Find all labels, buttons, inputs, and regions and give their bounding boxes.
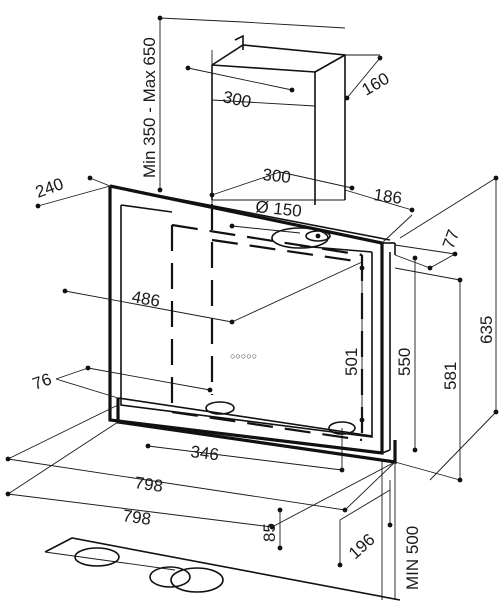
inner-width-label: 486 <box>130 287 161 311</box>
cooktop <box>44 537 401 601</box>
top-depth-dimension: 186 <box>344 185 415 244</box>
outlet-diameter-label: Ø 150 <box>255 197 303 221</box>
total-height-dimension: 635 <box>399 175 499 481</box>
side-offset-label: 76 <box>30 369 54 393</box>
hood-body <box>108 184 397 464</box>
chimney-width-dimension: 300 <box>185 50 295 112</box>
hidden-frame <box>170 204 364 442</box>
top-depth-label: 186 <box>372 185 403 208</box>
panel-height-dimension: 550 <box>395 255 418 453</box>
side-depth-dimension: 240 <box>33 174 111 209</box>
front-height-label: 581 <box>441 362 460 390</box>
inner-panel-height-label: 501 <box>342 348 361 376</box>
chimney-depth-label: 160 <box>359 69 393 100</box>
hood-width-top-dimension: 798 <box>5 404 396 513</box>
edge-offset-dimension: 77 <box>394 227 463 271</box>
chimney-height-dimension: Min 350 - Max 650 <box>140 15 346 193</box>
hood-width-top-label: 798 <box>133 473 164 496</box>
chimney-height-label: Min 350 - Max 650 <box>140 37 159 178</box>
outlet-150: Ø 150 <box>229 197 331 249</box>
bottom-gap-label: 85 <box>260 523 279 542</box>
hood-width-bottom-dimension: 798 <box>5 421 396 530</box>
min-clearance-dimension: MIN 500 <box>381 460 422 600</box>
chimney <box>211 34 346 205</box>
chimney-depth-dimension: 160 <box>344 54 393 101</box>
top-width-dimension: 300 <box>209 165 355 210</box>
inner-panel-height-dimension: 501 <box>342 265 365 423</box>
base-width-label: 346 <box>190 442 220 464</box>
edge-offset-label: 77 <box>439 227 463 251</box>
inner-width-dimension: 486 <box>62 261 363 325</box>
rear-depth-dimension: 196 <box>337 480 393 568</box>
total-height-label: 635 <box>477 316 496 344</box>
front-height-dimension: 581 <box>394 267 463 483</box>
top-width-label: 300 <box>262 165 292 187</box>
hood-width-bottom-label: 798 <box>121 506 152 529</box>
rear-depth-label: 196 <box>345 530 379 563</box>
chimney-width-label: 300 <box>221 87 253 111</box>
control-indicator: ○○○○○ <box>230 351 257 361</box>
panel-height-label: 550 <box>395 348 414 376</box>
side-depth-label: 240 <box>33 174 66 202</box>
bottom-gap-dimension: 85 <box>260 507 283 551</box>
min-clearance-label: MIN 500 <box>403 526 422 590</box>
base-width-dimension: 346 <box>145 428 345 473</box>
